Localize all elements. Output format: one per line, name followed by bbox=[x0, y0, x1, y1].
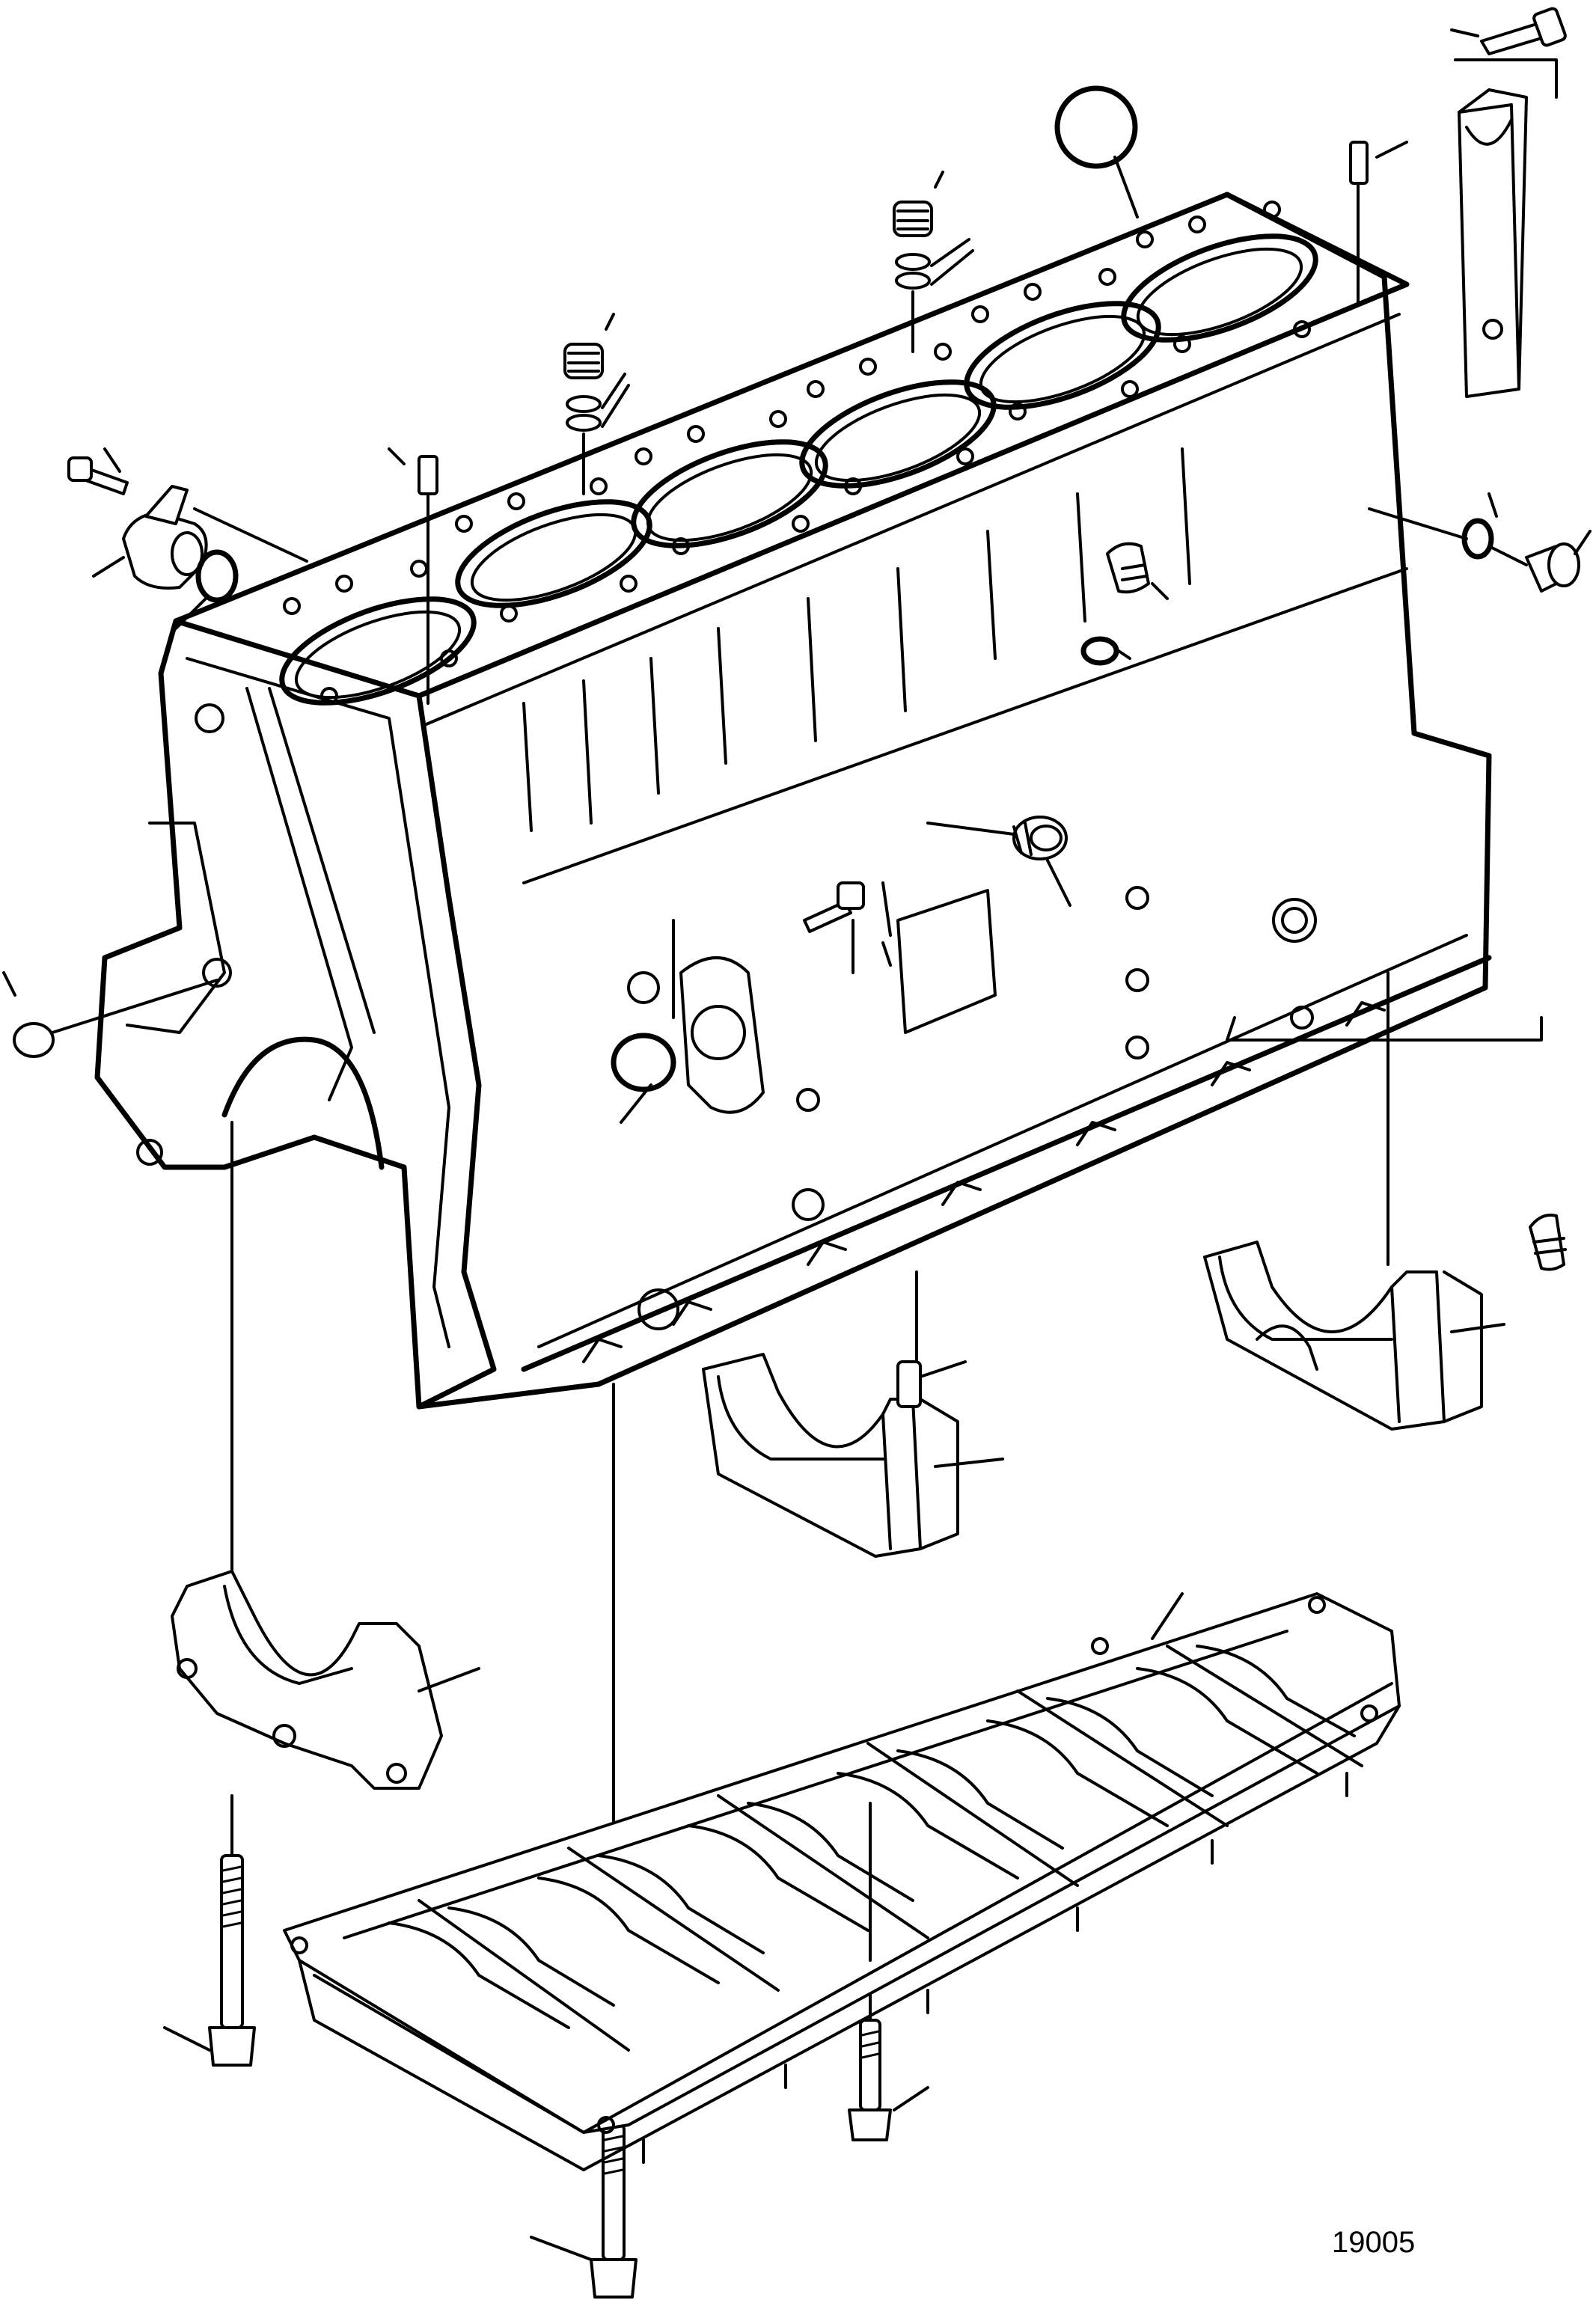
o-ring-gasket bbox=[611, 1033, 676, 1124]
bearing-cap-left bbox=[171, 1570, 480, 1790]
long-bolt-left bbox=[163, 1794, 256, 2067]
dowel-pin-center bbox=[896, 1360, 967, 1408]
left-bolt bbox=[67, 447, 129, 495]
core-plug-1 bbox=[563, 313, 630, 495]
dowel-pin-top bbox=[1349, 141, 1408, 305]
center-bolt bbox=[803, 881, 865, 974]
left-sleeve bbox=[2, 971, 218, 1058]
oil-plug bbox=[1080, 542, 1169, 666]
sensor-seal-ring bbox=[174, 549, 239, 630]
bearing-cap-right bbox=[1203, 1241, 1505, 1431]
callout-balloon bbox=[1054, 85, 1138, 169]
cylinder-block bbox=[94, 192, 1492, 1410]
dowel-pin-left bbox=[388, 447, 438, 705]
bearing-cap-center bbox=[702, 1353, 1004, 1558]
core-plug-2 bbox=[893, 171, 974, 353]
small-plug-right bbox=[1529, 1214, 1567, 1271]
sensor-housing bbox=[92, 485, 208, 590]
diagram-reference-number: 19005 bbox=[1332, 2226, 1415, 2259]
dipstick-bracket bbox=[1458, 88, 1528, 398]
drain-plug-right bbox=[1368, 492, 1592, 593]
bracket-bolt bbox=[1480, 7, 1567, 55]
bearing-frame bbox=[283, 1592, 1401, 2171]
threaded-plug bbox=[926, 816, 1071, 907]
